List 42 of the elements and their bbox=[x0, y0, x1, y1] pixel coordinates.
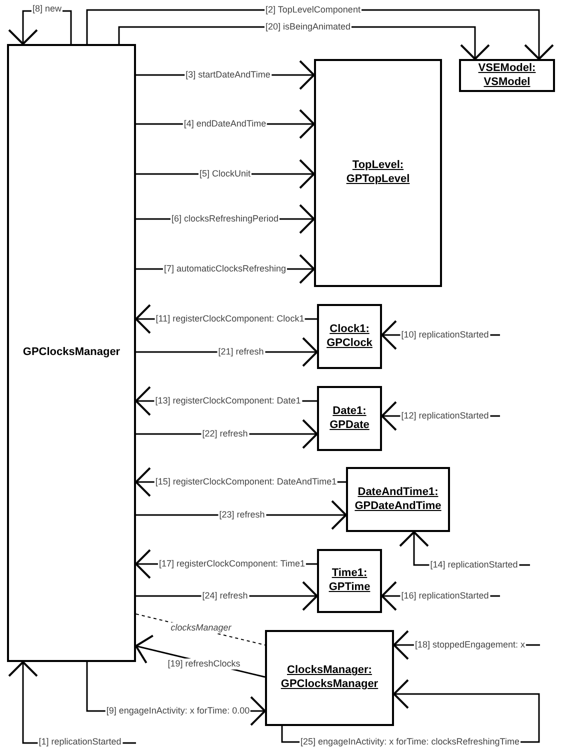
edge-label: [20] isBeingAnimated bbox=[264, 22, 352, 32]
edge-label: [12] replicationStarted bbox=[400, 410, 490, 422]
edge-label: [14] replicationStarted bbox=[429, 560, 519, 570]
object-name: ClocksManager: GPClocksManager bbox=[280, 664, 378, 692]
object-box bbox=[265, 630, 394, 726]
object-box bbox=[317, 549, 382, 613]
edge-label: [6] clocksRefreshingPeriod bbox=[170, 214, 280, 224]
edge-label: [9] engageInActivity: x forTime: 0.00 bbox=[105, 706, 251, 716]
object-box bbox=[317, 386, 382, 451]
edge-label: [24] refresh bbox=[201, 590, 249, 602]
edge-label: [15] registerClockComponent: DateAndTime1 bbox=[154, 476, 338, 488]
object-name: Date1: GPDate bbox=[330, 404, 370, 432]
edge-label: [23] refresh bbox=[218, 510, 266, 520]
edge-label: [4] endDateAndTime bbox=[182, 118, 268, 130]
edge-label: [3] startDateAndTime bbox=[184, 70, 272, 80]
edge-label: [7] automaticClocksRefreshing bbox=[162, 264, 288, 274]
edge-label: [19] refreshClocks bbox=[166, 658, 242, 670]
object-name: TopLevel: GPTopLevel bbox=[346, 159, 410, 187]
edge-label: [18] stoppedEngagement: x bbox=[414, 640, 526, 650]
edge-label: [25] engageInActivity: x forTime: clocksRefreshingTime bbox=[300, 736, 520, 748]
edge-label: [1] replicationStarted bbox=[38, 736, 122, 748]
edge-label: [2] TopLevelComponent bbox=[264, 4, 362, 16]
edge-label: [13] registerClockComponent: Date1 bbox=[154, 396, 302, 406]
object-name: Clock1: GPClock bbox=[326, 322, 372, 350]
edge-label: [16] replicationStarted bbox=[400, 590, 490, 602]
edge-label: [8] new bbox=[31, 4, 63, 14]
edge-label: [17] registerClockComponent: Time1 bbox=[158, 558, 306, 570]
object-box bbox=[314, 59, 442, 287]
object-box bbox=[459, 59, 555, 92]
object-name: DateAndTime1: GPDateAndTime bbox=[354, 486, 442, 514]
object-box bbox=[317, 304, 382, 369]
edge-label: [11] registerClockComponent: Clock1 bbox=[154, 314, 306, 324]
class-box bbox=[7, 44, 136, 662]
edge-label: clocksManager bbox=[170, 622, 232, 634]
edge-label: [10] replicationStarted bbox=[400, 330, 490, 340]
object-name: VSEModel: VSModel bbox=[478, 62, 536, 90]
edge-label: [5] ClockUnit bbox=[198, 168, 252, 180]
edge-label: [21] refresh bbox=[217, 346, 265, 358]
object-name: Time1: GPTime bbox=[328, 567, 370, 595]
object-box bbox=[346, 467, 450, 532]
class-name: GPClocksManager bbox=[22, 346, 120, 360]
edge-label: [22] refresh bbox=[201, 428, 249, 440]
